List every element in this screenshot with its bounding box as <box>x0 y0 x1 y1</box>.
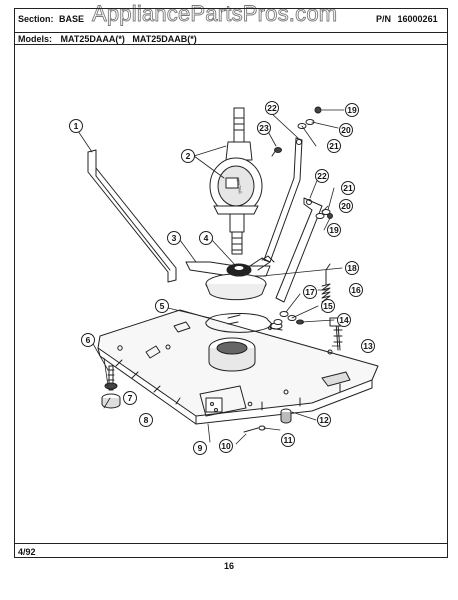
svg-text:1: 1 <box>74 121 79 131</box>
page-number: 16 <box>223 561 234 571</box>
callout-2: 2 <box>181 149 195 163</box>
callout-21-lower: 21 <box>341 181 355 195</box>
section-value: BASE <box>59 14 85 24</box>
svg-text:4: 4 <box>204 233 209 243</box>
leg-part <box>87 149 177 283</box>
svg-text:2: 2 <box>186 151 191 161</box>
snubber-ring <box>205 312 273 333</box>
callout-10: 10 <box>219 439 233 453</box>
svg-text:10: 10 <box>221 441 231 451</box>
callout-21: 21 <box>327 139 341 153</box>
gearcase-decal-text: MAYTAG <box>235 177 243 194</box>
svg-text:11: 11 <box>284 435 293 445</box>
callout-19: 19 <box>345 103 359 117</box>
header-divider <box>14 32 448 33</box>
callout-22-lower: 22 <box>315 169 329 183</box>
callout-13: 13 <box>361 339 375 353</box>
leveling-leg <box>101 365 121 409</box>
callout-14: 14 <box>337 313 351 327</box>
brace-arm-upper <box>263 137 303 263</box>
callout-11: 11 <box>281 433 295 447</box>
callout-6: 6 <box>81 333 95 347</box>
svg-text:13: 13 <box>363 341 373 351</box>
pn-label: P/N <box>376 14 392 24</box>
callout-3: 3 <box>167 231 181 245</box>
svg-text:22: 22 <box>317 171 327 181</box>
svg-text:21: 21 <box>329 141 339 151</box>
svg-text:18: 18 <box>347 263 357 273</box>
svg-text:14: 14 <box>339 315 349 325</box>
footer-date: 4/92 <box>18 547 36 557</box>
callout-1: 1 <box>69 119 83 133</box>
svg-text:3: 3 <box>172 233 177 243</box>
callout-17: 17 <box>303 285 317 299</box>
callout-20-lower: 20 <box>339 199 353 213</box>
svg-text:9: 9 <box>198 443 203 453</box>
section-label: Section: <box>18 14 54 24</box>
svg-text:8: 8 <box>144 415 149 425</box>
callout-12: 12 <box>317 413 331 427</box>
models-value: MAT25DAAA(*) MAT25DAAB(*) <box>60 34 197 44</box>
svg-text:21: 21 <box>343 183 353 193</box>
svg-text:23: 23 <box>259 123 269 133</box>
callout-23: 23 <box>257 121 271 135</box>
svg-text:20: 20 <box>341 201 351 211</box>
svg-text:20: 20 <box>341 125 351 135</box>
models-divider <box>14 44 448 45</box>
callout-18: 18 <box>345 261 359 275</box>
callout-7: 7 <box>123 391 137 405</box>
base-fasteners <box>243 408 292 433</box>
callout-8: 8 <box>139 413 153 427</box>
svg-text:7: 7 <box>128 393 133 403</box>
svg-text:19: 19 <box>347 105 357 115</box>
models-label: Models: <box>18 34 53 44</box>
pulley-assembly <box>185 255 275 301</box>
svg-text:16: 16 <box>351 285 361 295</box>
callout-22: 22 <box>265 101 279 115</box>
callout-9: 9 <box>193 441 207 455</box>
gearcase-part <box>209 107 263 255</box>
page-frame <box>14 8 448 558</box>
callout-4: 4 <box>199 231 213 245</box>
svg-text:12: 12 <box>319 415 329 425</box>
pn-value: 16000261 <box>397 14 438 24</box>
callout-19-lower: 19 <box>327 223 341 237</box>
brace-arm-lower <box>275 197 323 303</box>
callout-15: 15 <box>321 299 335 313</box>
watermark: AppliancePartsPros.com <box>92 1 338 27</box>
svg-text:19: 19 <box>329 225 339 235</box>
svg-text:15: 15 <box>323 301 333 311</box>
top-hardware <box>271 106 333 219</box>
callout-5: 5 <box>155 299 169 313</box>
svg-text:6: 6 <box>86 335 91 345</box>
callout-16: 16 <box>349 283 363 297</box>
svg-text:17: 17 <box>305 287 315 297</box>
footer-divider <box>14 543 448 544</box>
callout-20: 20 <box>339 123 353 137</box>
svg-text:5: 5 <box>160 301 165 311</box>
svg-text:22: 22 <box>267 103 277 113</box>
